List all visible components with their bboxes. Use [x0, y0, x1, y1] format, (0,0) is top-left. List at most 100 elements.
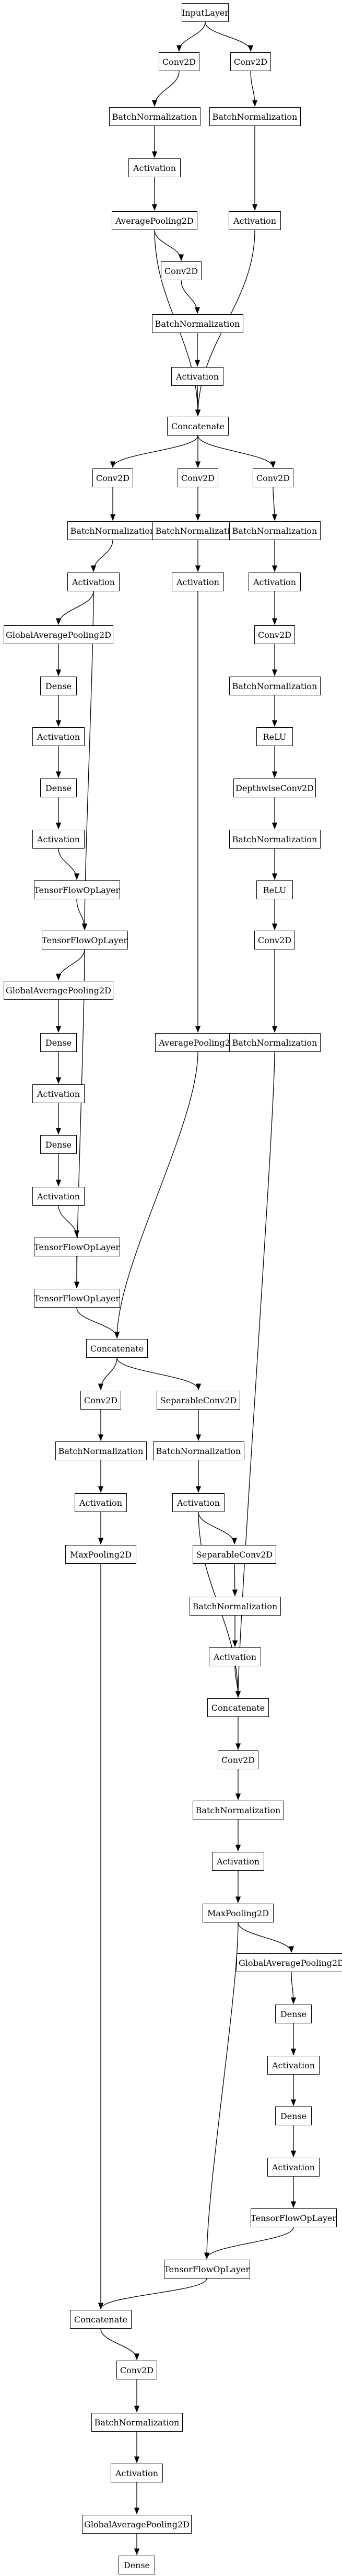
layer-node-bn-m2: BatchNormalization [152, 521, 244, 540]
edge-tfop-l2b-to-gap-l3 [55, 949, 85, 981]
layer-node-sep-r4: SeparableConv2D [157, 1391, 240, 1410]
edge-maxpool-5-to-gap-6 [238, 1922, 294, 1953]
edge-act-l2c-to-tfop-l2a [58, 848, 80, 880]
layer-node-act-6a: Activation [267, 2056, 320, 2075]
edge-tfop-l2b-to-tfop-l3b [74, 949, 85, 1289]
layer-node-tfop-6b: TensorFlowOpLayer [163, 2260, 250, 2279]
layer-node-sep-r5: SeparableConv2D [193, 1545, 276, 1564]
edge-avgpool-a1-to-conv-c1 [154, 230, 184, 261]
layer-node-conv-r2: Conv2D [253, 468, 293, 487]
edge-concat2-to-conv-l4 [98, 1357, 117, 1391]
edge-avgpool-m2-to-concat2 [114, 1051, 198, 1339]
layer-node-dense-6b: Dense [275, 2106, 312, 2125]
layer-node-avgpool-a1: AveragePooling2D [112, 211, 197, 230]
layer-node-bn-c1: BatchNormalization [151, 314, 243, 333]
layer-node-dense-l3a: Dense [40, 1033, 77, 1052]
layer-node-act-l3b: Activation [32, 1187, 85, 1206]
edge-tfop-6b-to-concat4 [98, 2278, 207, 2310]
edge-input-to-conv-a1 [176, 21, 206, 52]
edge-gap-6-to-dense-6a [290, 1972, 297, 2005]
layer-node-dense-l3b: Dense [40, 1135, 77, 1154]
edge-maxpool-5-to-tfop-6b [204, 1922, 239, 2260]
layer-node-tfop-6a: TensorFlowOpLayer [250, 2208, 337, 2227]
edge-concat1-to-conv-r2 [197, 435, 276, 468]
layer-node-relu-r1: ReLU [256, 727, 293, 746]
layer-node-tfop-l2a: TensorFlowOpLayer [33, 880, 120, 899]
layer-node-bn-b1: BatchNormalization [209, 107, 301, 126]
edge-act-l2-to-gap-l2 [55, 591, 94, 625]
edge-act-l3b-to-tfop-l3a [58, 1205, 80, 1238]
layer-node-act-5: Activation [212, 1852, 264, 1871]
layer-node-dense-l2a: Dense [40, 677, 77, 695]
layer-node-bn-r4b: BatchNormalization [152, 1441, 244, 1460]
edge-input-to-conv-b1 [205, 21, 254, 52]
edge-conv-b1-to-bn-b1 [250, 71, 258, 107]
layer-node-act-l2: Activation [67, 573, 120, 591]
layer-node-relu-r2: ReLU [256, 880, 293, 899]
layer-node-conv-r3: Conv2D [254, 625, 295, 644]
layer-node-act-b1: Activation [229, 211, 281, 230]
layer-node-bn-r3: BatchNormalization [229, 677, 321, 695]
layer-node-conv-l4: Conv2D [80, 1391, 121, 1410]
layer-node-act-7: Activation [111, 2464, 163, 2482]
layer-node-act-m2: Activation [172, 573, 224, 591]
edge-sep-r5-to-bn-r5b [232, 1563, 238, 1597]
layer-node-conv-7: Conv2D [116, 2361, 157, 2379]
layer-node-gap-6: GlobalAveragePooling2D [237, 1953, 342, 1972]
edge-concat2-to-sep-r4 [116, 1357, 202, 1391]
layer-node-concat3: Concatenate [207, 1698, 269, 1717]
layer-node-concat1: Concatenate [167, 417, 229, 436]
layer-node-act-l3a: Activation [32, 1084, 85, 1103]
layer-node-act-r4: Activation [172, 1493, 225, 1512]
layer-node-conv-l2: Conv2D [92, 468, 133, 487]
edge-tfop-l2a-to-tfop-l2b [76, 899, 88, 931]
layer-node-bn-l2: BatchNormalization [67, 521, 159, 540]
layer-node-concat4: Concatenate [70, 2310, 132, 2329]
layer-node-act-a1: Activation [128, 158, 181, 177]
layer-node-dense-l2b: Dense [40, 778, 77, 797]
layer-node-gap-l2: GlobalAveragePooling2D [4, 625, 113, 644]
layer-node-gap-l3: GlobalAveragePooling2D [4, 981, 113, 1000]
layer-node-act-c1: Activation [171, 367, 223, 386]
layer-node-bn-r4: BatchNormalization [229, 830, 321, 849]
layer-node-act-l2b: Activation [32, 727, 85, 746]
layer-node-tfop-l3b: TensorFlowOpLayer [33, 1289, 120, 1308]
layer-node-avgpool-m2: AveragePooling2D [155, 1033, 241, 1052]
layer-node-conv-r4: Conv2D [254, 931, 295, 949]
layer-node-dense-final: Dense [119, 2556, 155, 2574]
layer-node-bn-l4: BatchNormalization [55, 1441, 147, 1460]
layer-node-conv-b1: Conv2D [230, 52, 271, 71]
layer-node-conv-c1: Conv2D [161, 261, 202, 280]
layer-node-conv-5: Conv2D [218, 1750, 258, 1769]
layer-node-act-r5: Activation [209, 1647, 261, 1666]
layer-node-bn-r5b: BatchNormalization [189, 1597, 281, 1616]
layer-node-conv-a1: Conv2D [159, 52, 199, 71]
layer-node-bn-a1: BatchNormalization [109, 107, 201, 126]
layer-node-tfop-l2b: TensorFlowOpLayer [41, 931, 128, 949]
edge-tfop-6a-to-tfop-6b [204, 2227, 294, 2260]
layer-node-act-l2c: Activation [32, 830, 85, 849]
layer-node-concat2: Concatenate [86, 1339, 148, 1358]
edge-conv-c1-to-bn-c1 [181, 280, 201, 314]
layer-node-tfop-l3a: TensorFlowOpLayer [33, 1238, 120, 1256]
edge-conv-r2-to-bn-r2 [272, 487, 278, 521]
edge-bn-r5-to-concat3 [235, 1051, 275, 1698]
layer-node-input: InputLayer [182, 3, 229, 22]
layer-node-act-l4: Activation [75, 1493, 127, 1512]
layer-node-conv-m2: Conv2D [178, 468, 218, 487]
layer-node-gap-7: GlobalAveragePooling2D [82, 2515, 192, 2534]
layer-node-bn-5: BatchNormalization [192, 1801, 284, 1819]
edge-concat4-to-conv-7 [100, 2328, 140, 2361]
layer-node-maxpool-5: MaxPooling2D [203, 1904, 274, 1922]
layer-node-act-6b: Activation [267, 2158, 320, 2177]
layer-node-maxpool-l4: MaxPooling2D [65, 1545, 136, 1564]
layer-node-bn-r5: BatchNormalization [229, 1033, 321, 1052]
edge-tfop-l3b-to-concat2 [76, 1307, 120, 1339]
layer-node-bn-7: BatchNormalization [91, 2413, 183, 2432]
edge-bn-l2-to-act-l2 [90, 540, 113, 573]
layer-node-bn-r2: BatchNormalization [229, 521, 321, 540]
edge-conv-a1-to-bn-a1 [151, 71, 180, 107]
layer-node-dw-r1: DepthwiseConv2D [233, 778, 316, 797]
